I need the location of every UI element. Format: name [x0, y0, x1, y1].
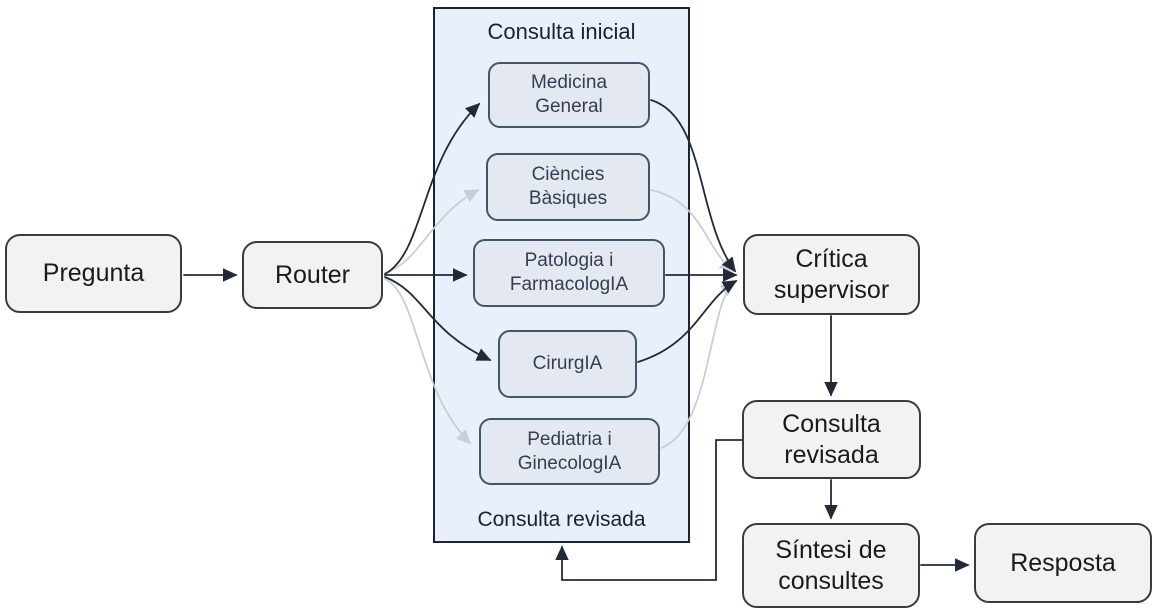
node-patologia-farmacologia-label: Patologia i FarmacologIA [509, 250, 629, 295]
node-consulta-revisada: Consulta revisada [742, 400, 921, 479]
node-cirurgia: CirurgIA [498, 330, 637, 398]
node-patologia-farmacologia: Patologia i FarmacologIA [473, 239, 665, 307]
node-pediatria-ginecologia: Pediatria i GinecologIA [479, 418, 660, 485]
node-medicina-general: Medicina General [488, 62, 650, 128]
node-pregunta-label: Pregunta [42, 259, 145, 288]
node-resposta-label: Resposta [1010, 548, 1116, 577]
node-router: Router [242, 241, 383, 309]
group-footer: Consulta revisada [477, 508, 646, 531]
node-medicina-general-label: Medicina General [530, 72, 608, 117]
group-title: Consulta inicial [487, 19, 636, 44]
node-router-label: Router [274, 260, 351, 289]
node-critica-supervisor: Crítica supervisor [743, 234, 920, 315]
node-cirurgia-label: CirurgIA [532, 353, 603, 375]
node-ciencies-basiques-label: Ciències Bàsiques [528, 164, 608, 209]
node-critica-supervisor-label: Crítica supervisor [773, 245, 890, 304]
node-resposta: Resposta [974, 523, 1152, 603]
node-sintesi-de-consultes-label: Síntesi de consultes [775, 536, 887, 595]
node-pediatria-ginecologia-label: Pediatria i GinecologIA [517, 428, 622, 474]
node-pregunta: Pregunta [5, 234, 182, 313]
node-ciencies-basiques: Ciències Bàsiques [486, 153, 650, 221]
node-sintesi-de-consultes: Síntesi de consultes [742, 523, 920, 608]
node-consulta-revisada-label: Consulta revisada [782, 410, 881, 469]
